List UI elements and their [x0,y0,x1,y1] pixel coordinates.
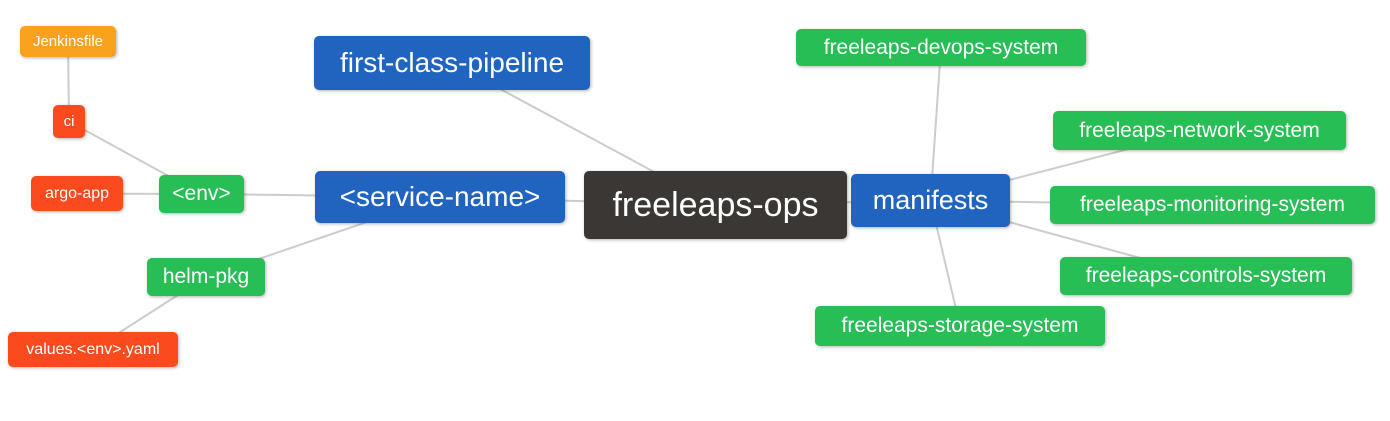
node-label: freeleaps-devops-system [823,35,1059,59]
node-label: <env> [172,182,231,205]
node-label: <service-name> [339,181,541,212]
node-freeleaps-ops[interactable]: freeleaps-ops [584,171,847,239]
node-label: values.<env>.yaml [26,340,160,358]
node-first-class-pipeline[interactable]: first-class-pipeline [314,36,590,90]
node-label: manifests [872,185,989,215]
node-freeleaps-devops-system[interactable]: freeleaps-devops-system [796,29,1086,66]
node-label: freeleaps-ops [612,185,819,224]
node-manifests[interactable]: manifests [851,174,1010,227]
node-values-env-yaml[interactable]: values.<env>.yaml [8,332,178,367]
node-label: freeleaps-storage-system [841,314,1079,337]
node-label: Jenkinsfile [32,33,104,50]
node-freeleaps-controls-system[interactable]: freeleaps-controls-system [1060,257,1352,295]
node-label: ci [63,113,75,130]
node-jenkinsfile[interactable]: Jenkinsfile [20,26,116,57]
node-label: helm-pkg [162,265,250,288]
node-label: first-class-pipeline [339,47,565,78]
node-freeleaps-network-system[interactable]: freeleaps-network-system [1053,111,1346,150]
node-label: argo-app [44,184,110,202]
node-label: freeleaps-monitoring-system [1080,193,1345,216]
node-helm-pkg[interactable]: helm-pkg [147,258,265,296]
node-argo-app[interactable]: argo-app [31,176,123,211]
node-label: freeleaps-controls-system [1085,264,1327,287]
node-freeleaps-monitoring-system[interactable]: freeleaps-monitoring-system [1050,186,1375,224]
node-service-name[interactable]: <service-name> [315,171,565,223]
node-label: freeleaps-network-system [1079,118,1320,142]
node-env[interactable]: <env> [159,175,244,213]
node-freeleaps-storage-system[interactable]: freeleaps-storage-system [815,306,1105,346]
node-ci[interactable]: ci [53,105,85,138]
